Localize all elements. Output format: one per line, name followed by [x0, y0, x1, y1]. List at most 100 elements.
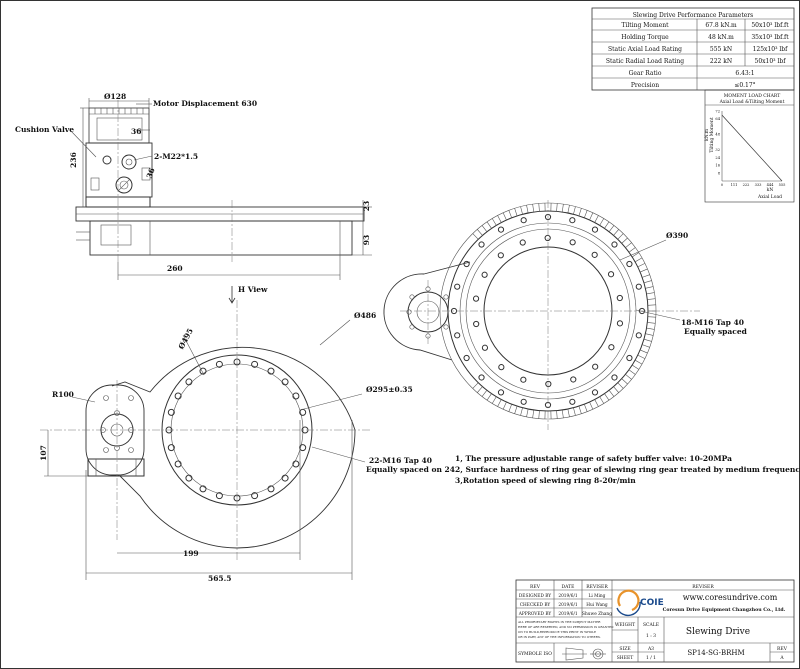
outer-bolt-hole	[626, 260, 633, 268]
gear-tooth	[532, 409, 535, 418]
gear-tooth	[643, 338, 652, 342]
gear-tooth	[645, 333, 654, 336]
reviser-header-2: REVISER	[692, 584, 714, 590]
gear-tooth	[617, 382, 624, 389]
part-number: SP14-SG-BRHM	[687, 649, 744, 657]
perf-table-title: Slewing Drive Performance Parameters	[633, 12, 753, 19]
gear-tooth	[502, 401, 507, 410]
approved-by-label: APPROVED BY	[518, 612, 552, 617]
dim-d390: Ø390	[666, 231, 688, 240]
gear-tooth	[647, 322, 656, 324]
gear-tooth	[567, 205, 570, 214]
dim-36-side: 36	[145, 167, 157, 180]
dim-236: 236	[69, 152, 78, 168]
gear-tooth	[631, 364, 640, 370]
perf-value: 6.43:1	[735, 70, 754, 77]
gear-tooth	[634, 359, 643, 365]
logo-arc-icon	[617, 589, 640, 612]
gear-tooth	[491, 396, 497, 404]
inner-bolt-hole	[544, 234, 551, 242]
designed-by-label: DESIGNED BY	[519, 594, 551, 599]
perf-alt: 125x10³ lbf	[753, 46, 789, 53]
plan-outline	[111, 346, 356, 549]
gear-tooth	[625, 242, 632, 248]
load-chart-xunit: kN	[767, 187, 774, 193]
dim-d128: Ø128	[104, 92, 126, 101]
dim-93: 93	[362, 235, 371, 245]
gear-tooth	[639, 268, 648, 273]
perf-label: Static Radial Load Rating	[606, 58, 684, 65]
perf-label: Gear Ratio	[629, 70, 662, 77]
gear-tooth	[646, 292, 655, 295]
bolt-hole	[167, 408, 175, 416]
gear-tooth	[508, 404, 512, 412]
gear-tooth	[477, 386, 483, 393]
dim-d295: Ø295±0.35	[366, 385, 413, 394]
load-chart-xlabel: Axial Load	[757, 194, 782, 200]
gear-tooth	[643, 280, 652, 284]
outer-bolt-hole	[626, 354, 633, 362]
cushion-valve-label: Cushion Valve	[15, 125, 74, 134]
gear-tooth	[637, 354, 646, 359]
legal-line: HERE OF ARE RESERVED, AND NO PERMISSION …	[518, 625, 614, 629]
outer-bolt-hole	[478, 374, 485, 381]
gear-tooth	[584, 210, 588, 218]
bolt-hole	[185, 378, 193, 386]
perf-value: 67.8 kN.m	[705, 22, 737, 29]
outer-bolt-hole	[454, 283, 461, 290]
inner-bolt-hole	[473, 320, 480, 328]
legal-line: ON TO BUILD,REPRODUCE THIS PRINT IN WHOL…	[518, 630, 596, 634]
weight-label: WEIGHT	[615, 622, 635, 628]
dim-565-5: 565.5	[208, 574, 232, 583]
dim-199: 199	[183, 549, 199, 558]
inner-bolt-hole	[481, 271, 488, 278]
gear-tooth	[538, 203, 540, 212]
gear-tooth	[608, 225, 615, 232]
rev-value: A	[779, 655, 784, 661]
inner-bolt-hole	[616, 294, 623, 302]
bolt-hole	[185, 474, 193, 482]
bolt-hole	[215, 360, 223, 368]
approved-date: 2019/6/1	[558, 612, 578, 617]
company-website: www.coresundrive.com	[683, 593, 778, 602]
perf-alt: 50x10³ lbf	[755, 58, 787, 65]
load-chart-ytick: 16	[715, 164, 720, 168]
outer-bolt-hole	[635, 332, 642, 339]
gear-tooth	[613, 229, 619, 236]
gear-tooth	[631, 252, 640, 258]
scale-value: 1 : 3	[646, 633, 656, 639]
gear-tooth	[584, 404, 588, 412]
gear-tooth	[639, 349, 648, 354]
company-logo: COIE	[616, 589, 664, 617]
load-chart-ytick: 64	[715, 117, 720, 121]
legal-line: ALL PROPRIETARY RIGHTS IN THE SUBJECT MA…	[517, 620, 601, 624]
outer-bolt-hole	[497, 226, 505, 233]
gear-tooth	[556, 410, 558, 419]
gear-tooth	[642, 344, 650, 348]
load-chart-subtitle: Axial Load &Tilting Moment	[719, 99, 785, 105]
outer-bolt-hole	[569, 398, 576, 405]
thread-m22-label: 2-M22*1.5	[154, 152, 198, 161]
gear-tooth	[621, 237, 628, 244]
gear-tooth	[617, 233, 624, 240]
load-chart-xtick: 333	[755, 183, 763, 187]
gear-tooth	[477, 229, 483, 236]
perf-value: ≤0.17°	[734, 82, 755, 89]
load-chart-series-line	[721, 114, 783, 182]
perf-label: Holding Torque	[621, 34, 669, 41]
technical-notes: 1, The pressure adjustable range of safe…	[455, 454, 800, 485]
inner-bolt-hole	[520, 376, 527, 383]
outer-bolt-hole	[463, 260, 470, 268]
load-chart-xtick: 111	[731, 183, 738, 187]
gear-tooth	[573, 407, 576, 416]
rev-header: REV	[530, 584, 541, 590]
gear-tooth	[599, 396, 605, 404]
gear-tooth	[514, 208, 518, 216]
load-chart-ytick: 32	[715, 148, 720, 152]
symbols-iso-label: SYMBOLE ISO	[518, 651, 552, 657]
dim-260: 260	[167, 264, 183, 273]
outer-bolt-hole	[635, 283, 642, 290]
gear-tooth	[634, 257, 643, 263]
gear-tooth	[538, 410, 540, 419]
outer-bolt-hole	[569, 217, 576, 224]
